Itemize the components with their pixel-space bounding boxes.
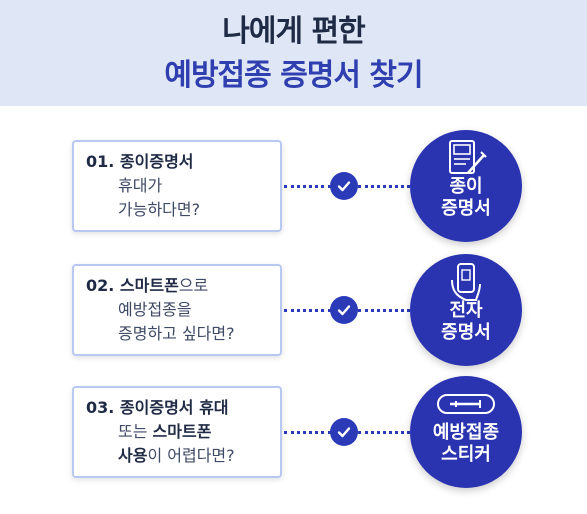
card-heading-rest: 으로 [178,276,209,295]
smartphone-hand-icon [410,262,522,302]
certificate-syringe-icon [410,138,522,178]
dotted-connector [358,431,410,434]
card-heading: 01. 종이증명서 [86,152,194,171]
circle-label-line1: 전자 [449,300,483,321]
card-text: 증명하고 싶다면? [118,324,235,343]
option-row-smartphone: 02. 스마트폰으로 예방접종을 증명하고 싶다면? 전자 증명서 [0,254,587,366]
dotted-connector [284,431,331,434]
card-heading-bold: 02. 스마트폰 [86,276,179,295]
result-circle-electronic-certificate: 전자 증명서 [410,254,522,366]
card-text-bold: 사용 [118,446,148,465]
card-text: 또는 스마트폰 [86,420,280,444]
dotted-connector [284,309,331,312]
option-row-paper: 01. 종이증명서 휴대가 가능하다면? 종이 증명서 [0,130,587,242]
check-icon [330,296,358,324]
circle-label-line2: 증명서 [441,322,491,343]
check-icon [330,418,358,446]
check-icon [330,172,358,200]
dotted-connector [284,185,331,188]
dotted-connector [358,185,410,188]
sticker-syringe-icon [410,384,522,424]
card-text: 가능하다면? [118,200,201,219]
page-title-line2: 예방접종 증명서 찾기 [164,58,423,93]
card-text-part: 또는 [118,422,153,441]
option-card-paper: 01. 종이증명서 휴대가 가능하다면? [72,140,282,232]
card-text: 사용이 어렵다면? [86,444,280,468]
card-text-part: 이 어렵다면? [147,446,235,465]
card-text-bold: 스마트폰 [152,422,212,441]
card-heading: 03. 종이증명서 휴대 [86,398,229,417]
option-row-sticker: 03. 종이증명서 휴대 또는 스마트폰 사용이 어렵다면? 예방접종 스티커 [0,376,587,488]
card-heading: 02. 스마트폰으로 [86,274,280,298]
card-text: 휴대가 [118,176,163,195]
circle-label-line1: 예방접종 [432,422,500,443]
header-banner: 나에게 편한 예방접종 증명서 찾기 [0,0,587,106]
circle-label-line2: 스티커 [441,444,491,465]
circle-label-line2: 증명서 [441,198,491,219]
card-text: 예방접종을 [118,300,192,319]
option-card-smartphone: 02. 스마트폰으로 예방접종을 증명하고 싶다면? [72,264,282,356]
circle-label-line1: 종이 [449,176,483,197]
page-title-line1: 나에게 편한 [222,14,365,49]
result-circle-paper-certificate: 종이 증명서 [410,130,522,242]
dotted-connector [358,309,410,312]
option-card-sticker: 03. 종이증명서 휴대 또는 스마트폰 사용이 어렵다면? [72,386,282,478]
result-circle-sticker: 예방접종 스티커 [410,376,522,488]
